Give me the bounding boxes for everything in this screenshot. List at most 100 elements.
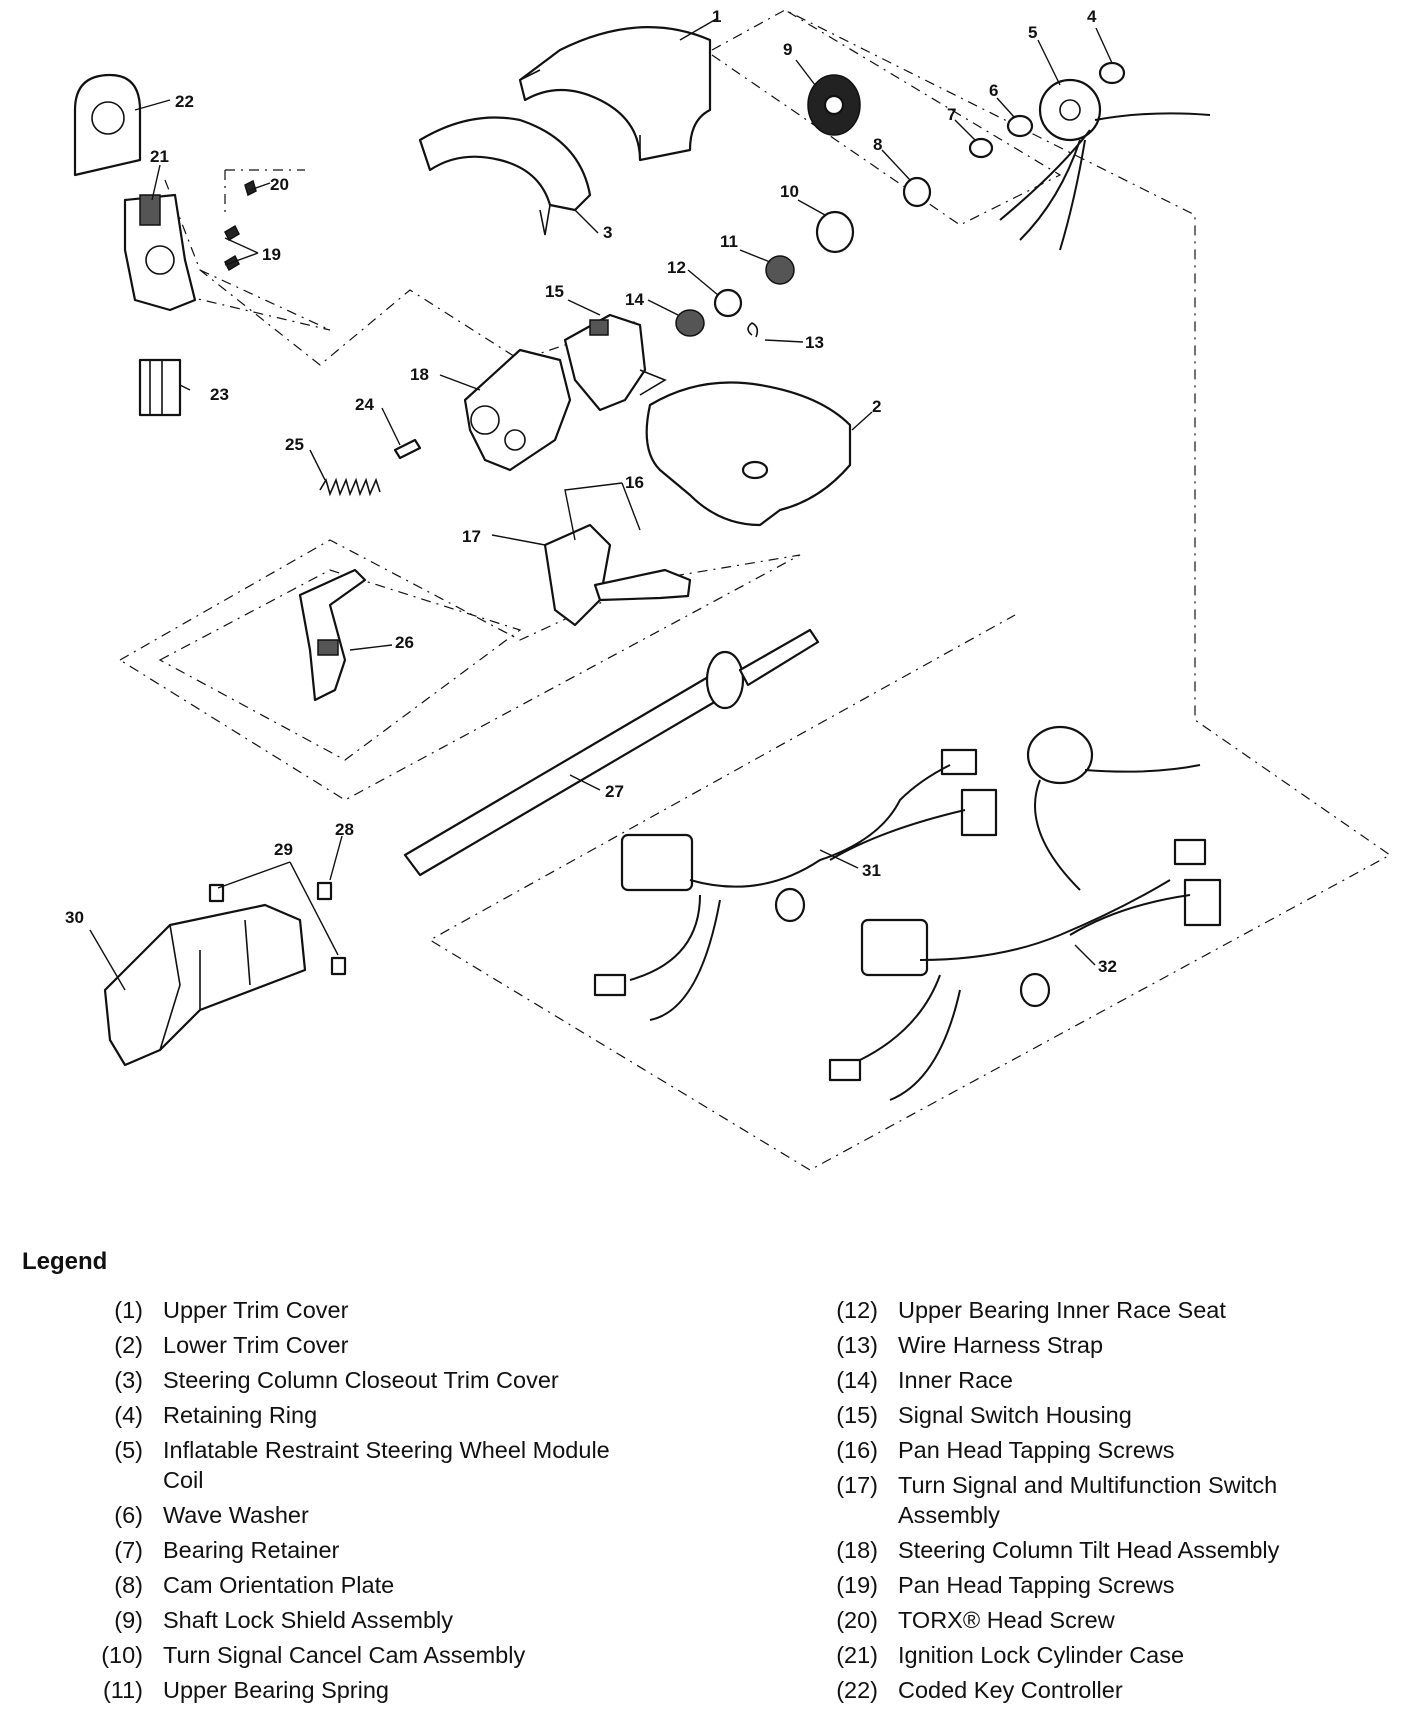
legend-item-number: (9) [114,1607,143,1633]
callout-24: 24 [355,395,374,414]
steering-column-jacket [103,903,307,1067]
legend-item: (6) Wave Washer [60,1500,620,1530]
legend-item-number: (10) [101,1642,143,1668]
legend-item-number: (6) [114,1502,143,1528]
dashed-outline-lock-case [224,169,305,215]
dashed-outline-top-right [428,9,1392,1171]
callout-6: 6 [989,81,998,100]
legend-item-label: Pan Head Tapping Screws [898,1572,1175,1598]
callout-18: 18 [410,365,429,384]
callout-17: 17 [462,527,481,546]
wiring-harness-31 [593,748,998,1021]
legend-item-number: (3) [114,1367,143,1393]
legend-item: (20)TORX® Head Screw [795,1605,1355,1635]
legend-item-label: Ignition Lock Cylinder Case [898,1642,1185,1668]
inner-race [675,309,705,337]
legend-item: (7)Bearing Retainer [60,1535,620,1565]
wire-harness-strap [747,322,759,338]
legend-item-label: Steering Column Tilt Head Assembly [898,1537,1280,1563]
coded-key-controller [73,73,142,177]
legend: Legend (1) Upper Trim Cover (2) Lower Trim … [0,1240,1408,1734]
coil-assembly [1038,78,1102,142]
callout-16: 16 [625,473,644,492]
legend-item: (16)Pan Head Tapping Screws [795,1435,1355,1465]
legend-item-number: (4) [114,1402,143,1428]
callout-31: 31 [862,861,881,880]
callout-2: 2 [872,397,881,416]
legend-item-number: (22) [836,1677,878,1703]
callout-15: 15 [545,282,564,301]
turn-signal-multifunction-switch [543,523,612,627]
legend-item-label: Turn Signal and Multifunction Switch Ass… [898,1472,1278,1528]
callout-3: 3 [603,223,612,242]
callout-30: 30 [65,908,84,927]
legend-item-label: Wire Harness Strap [898,1332,1104,1358]
legend-item-number: (20) [836,1607,878,1633]
legend-item-number: (12) [836,1297,878,1323]
bushing [208,883,225,903]
steering-column-illustration: 1 2 3 4 5 6 7 8 9 10 11 12 13 14 15 16 1… [65,7,1392,1171]
callout-32: 32 [1098,957,1117,976]
legend-item: (22) Coded Key Controller [795,1675,1355,1705]
callout-14: 14 [625,290,644,309]
steering-column-tilt-head-assembly [463,348,572,472]
legend-item: (4)Retaining Ring [60,1400,620,1430]
legend-item: (14) Inner Race [795,1365,1355,1395]
legend-item: (13) Wire Harness Strap [795,1330,1355,1360]
legend-item: (5)Inflatable Restraint Steering Wheel M… [60,1435,620,1495]
bushing [330,956,347,976]
exploded-parts-diagram: 1 2 3 4 5 6 7 8 9 10 11 12 13 14 15 16 1… [65,7,1392,1171]
shift-lock [298,568,367,702]
callout-19: 19 [262,245,281,264]
legend-item-number: (2) [114,1332,143,1358]
dashed-outline-column-shaft [118,539,801,801]
callout-20: 20 [270,175,289,194]
part-23 [138,358,182,417]
legend-item-label: Inner Race [898,1367,1013,1393]
bushing [316,881,333,901]
legend-item-label: Shaft Lock Shield Assembly [163,1607,453,1633]
callout-25: 25 [285,435,304,454]
callout-9: 9 [783,40,792,59]
dashed-outline-upper-right [711,9,1062,226]
bearing-retainer [968,137,994,159]
legend-title: Legend [22,1248,108,1275]
lower-trim-cover [645,381,852,527]
pivot-pin [393,438,422,460]
legend-item-label: Upper Trim Cover [163,1297,349,1323]
legend-item-number: (13) [836,1332,878,1358]
legend-item-label: Wave Washer [163,1502,309,1528]
legend-item-label: Coded Key Controller [898,1677,1123,1703]
legend-item-label: Upper Bearing Inner Race Seat [898,1297,1226,1323]
spring [319,477,381,497]
legend-item-number: (18) [836,1537,878,1563]
bearing-inner-race-seat [713,288,743,318]
legend-item: (10)Turn Signal Cancel Cam Assembly [60,1640,620,1670]
legend-item: (8)Cam Orientation Plate [60,1570,620,1600]
callout-13: 13 [805,333,824,352]
callout-12: 12 [667,258,686,277]
callout-1: 1 [712,7,721,26]
callout-21: 21 [150,147,169,166]
legend-item-label: Lower Trim Cover [163,1332,349,1358]
legend-item: (17) Turn Signal and Multifunction Switch… [795,1470,1355,1530]
dashed-outline-lock-shift [158,569,522,761]
legend-item: (1) Upper Trim Cover [60,1295,620,1325]
legend-item-number: (21) [836,1642,878,1668]
callout-7: 7 [947,105,956,124]
wave-washer [1006,114,1034,138]
cam-orientation-plate [902,176,932,208]
legend-item: (19) Pan Head Tapping Screws [795,1570,1355,1600]
callout-26: 26 [395,633,414,652]
legend-item-label: Bearing Retainer [163,1537,340,1563]
legend-item-number: (17) [836,1472,878,1498]
legend-item-number: (16) [836,1437,878,1463]
legend-item-number: (19) [836,1572,878,1598]
legend-item-number: (1) [114,1297,143,1323]
legend-item-number: (14) [836,1367,878,1393]
legend-item: (2) Lower Trim Cover [60,1330,620,1360]
legend-item: (21) Ignition Lock Cylinder Case [795,1640,1355,1670]
wiring-harness-32 [828,725,1222,1101]
legend-item: (3)Steering Column Closeout Trim Cover [60,1365,620,1395]
legend-item-label: Signal Switch Housing [898,1402,1132,1428]
